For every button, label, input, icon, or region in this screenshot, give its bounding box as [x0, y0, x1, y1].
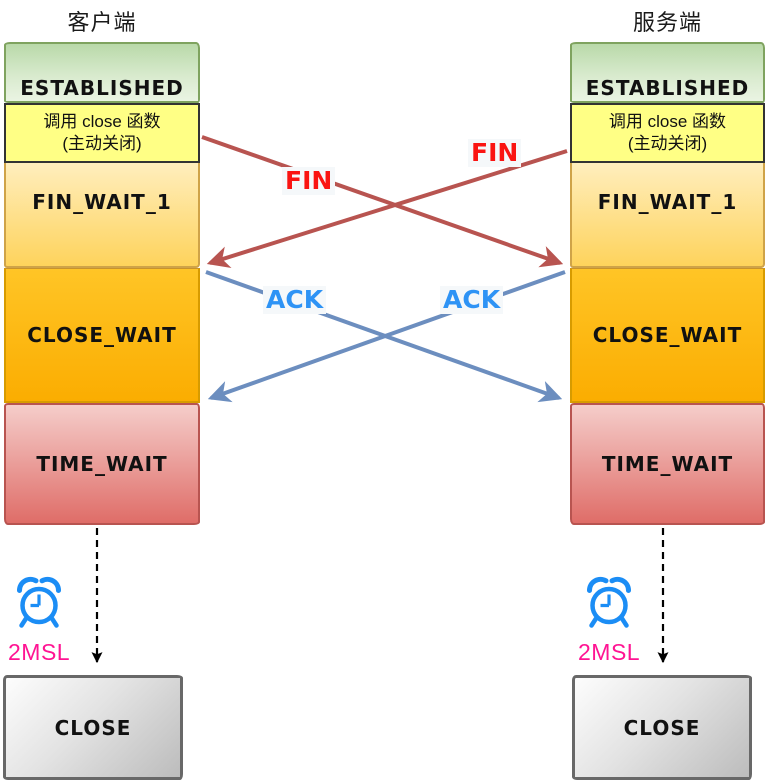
- state-label: CLOSE: [54, 715, 132, 740]
- ack-label-right: ACK: [440, 286, 504, 314]
- client-title: 客户端: [67, 10, 137, 35]
- state-label: FIN_WAIT_1: [32, 190, 172, 214]
- server-close-call-note: 调用 close 函数 (主动关闭): [570, 103, 765, 163]
- client-close-call-note: 调用 close 函数 (主动关闭): [4, 103, 200, 163]
- timer-label: 2MSL: [8, 639, 71, 665]
- server-state-fin-wait-1: FIN_WAIT_1: [570, 163, 765, 268]
- client-2msl-timer: 2MSL: [8, 576, 70, 666]
- timer-label: 2MSL: [578, 639, 641, 665]
- state-label: FIN_WAIT_1: [597, 190, 738, 214]
- ack-label-left: ACK: [263, 286, 327, 314]
- fin-arrow-server-to-client: [206, 149, 568, 268]
- server-2msl-timer: 2MSL: [578, 576, 640, 666]
- fin-label-left: FIN: [282, 167, 336, 195]
- state-label: TIME_WAIT: [36, 452, 168, 476]
- client-state-time-wait: TIME_WAIT: [4, 403, 200, 525]
- ack-arrow-client-to-server: [205, 270, 563, 403]
- client-state-fin-wait-1: FIN_WAIT_1: [4, 163, 200, 268]
- fin-label-right: FIN: [468, 139, 522, 167]
- state-label: CLOSE_WAIT: [27, 323, 177, 347]
- server-state-close: CLOSE: [572, 675, 752, 780]
- close-call-line2: (主动关闭): [62, 134, 142, 153]
- client-state-established: ESTABLISHED: [4, 42, 200, 103]
- close-call-line2: (主动关闭): [627, 134, 708, 153]
- close-call-line1: 调用 close 函数: [608, 111, 727, 131]
- state-label: ESTABLISHED: [20, 76, 184, 100]
- server-state-time-wait: TIME_WAIT: [570, 403, 765, 525]
- server-state-close-wait: CLOSE_WAIT: [570, 268, 765, 403]
- state-label: CLOSE_WAIT: [592, 323, 743, 347]
- close-call-line1: 调用 close 函数: [43, 111, 161, 131]
- alarm-clock-icon: [586, 576, 632, 628]
- state-label: ESTABLISHED: [585, 76, 750, 100]
- client-state-close: CLOSE: [3, 675, 183, 780]
- alarm-clock-icon: [16, 576, 62, 628]
- server-state-established: ESTABLISHED: [570, 42, 765, 103]
- server-title: 服务端: [632, 10, 702, 35]
- client-state-close-wait: CLOSE_WAIT: [4, 268, 200, 403]
- state-label: CLOSE: [623, 715, 701, 740]
- state-label: TIME_WAIT: [601, 452, 734, 476]
